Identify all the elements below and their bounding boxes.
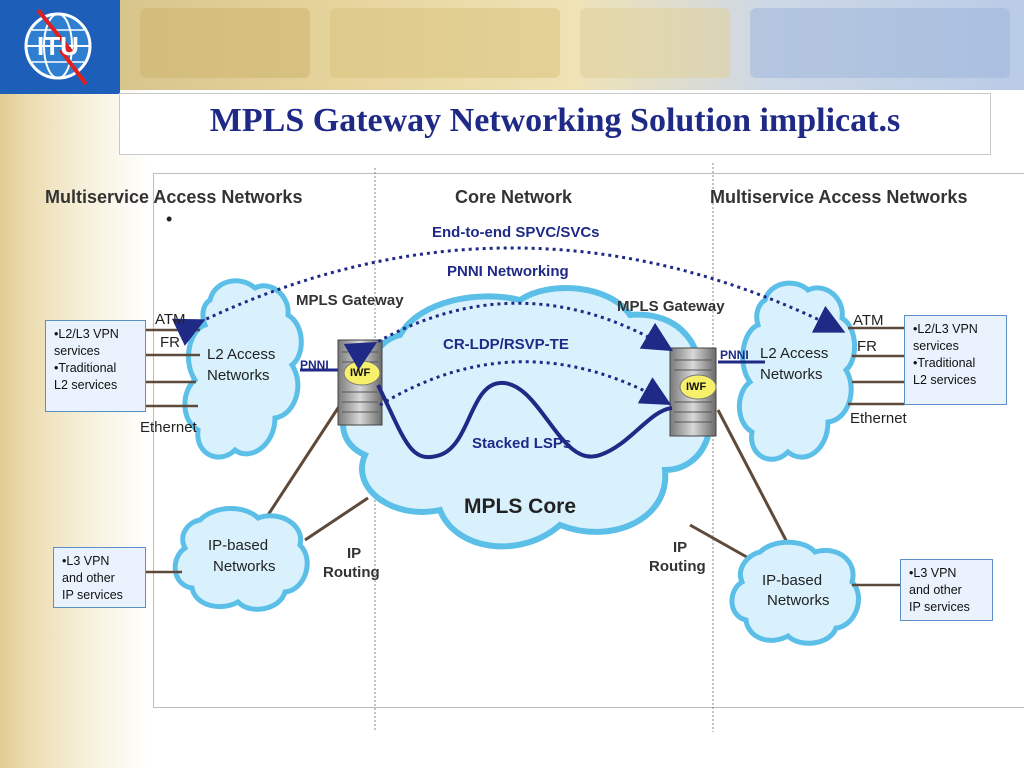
crldp-label: CR-LDP/RSVP-TE xyxy=(443,336,569,353)
header-right-access: Multiservice Access Networks xyxy=(710,187,968,207)
ip-based-label-left-2: Networks xyxy=(213,558,276,575)
atm-label-right: ATM xyxy=(853,312,884,329)
mpls-gateway-label-right: MPLS Gateway xyxy=(617,298,725,315)
ip-routing-label-left-2: Routing xyxy=(323,564,380,581)
ip-based-label-right-2: Networks xyxy=(767,592,830,609)
l2-access-label-right-2: Networks xyxy=(760,366,823,383)
stacked-lsps-label: Stacked LSPs xyxy=(472,435,572,452)
iwf-label-left: IWF xyxy=(350,367,371,379)
title-box: MPLS Gateway Networking Solution implica… xyxy=(119,93,991,155)
globe-icon: ITU xyxy=(24,8,92,86)
ip-routing-label-right-1: IP xyxy=(673,539,688,556)
ethernet-label-left: Ethernet xyxy=(140,419,197,436)
logo-text: ITU xyxy=(37,31,79,61)
lsp-dotted-arc xyxy=(379,360,672,407)
ip-based-cloud-right xyxy=(729,539,862,646)
header-left-access: Multiservice Access Networks xyxy=(45,187,303,207)
itu-logo: ITU xyxy=(0,0,120,94)
link-gateway-ipnet-right xyxy=(716,409,792,549)
page-title: MPLS Gateway Networking Solution implica… xyxy=(209,102,901,139)
crldp-dotted-arc xyxy=(343,301,674,370)
link-ipnet-core-left xyxy=(304,496,369,542)
ip-based-label-left-1: IP-based xyxy=(208,537,269,554)
iwf-label-right: IWF xyxy=(686,381,707,393)
fr-label-left: FR xyxy=(160,334,180,351)
fr-label-right: FR xyxy=(857,338,877,355)
link-gateway-ipnet-left xyxy=(266,404,342,516)
header-core: Core Network xyxy=(455,187,573,207)
end-to-end-label: End-to-end SPVC/SVCs xyxy=(432,224,600,241)
ip-routing-label-right-2: Routing xyxy=(649,558,706,575)
pnni-label-left: PNNI xyxy=(300,358,329,372)
l2-access-label-left-1: L2 Access xyxy=(207,346,276,363)
mpls-core-label: MPLS Core xyxy=(464,495,577,518)
ethernet-label-right: Ethernet xyxy=(850,410,907,427)
pnni-label-right: PNNI xyxy=(720,348,749,362)
pnni-networking-label: PNNI Networking xyxy=(447,263,569,280)
ip-based-label-right-1: IP-based xyxy=(762,572,823,589)
ip-routing-label-left-1: IP xyxy=(347,545,362,562)
iwf-badge-right xyxy=(679,374,717,400)
atm-label-left: ATM xyxy=(155,311,186,328)
ip-based-cloud-left xyxy=(172,506,310,612)
l3-vpn-box-left: •L3 VPN and other IP services xyxy=(53,547,146,608)
mpls-gateway-label-left: MPLS Gateway xyxy=(296,292,404,309)
l2-access-label-right-1: L2 Access xyxy=(760,345,829,362)
l2l3-vpn-box-right: •L2/L3 VPN services •Traditional L2 serv… xyxy=(904,315,1007,405)
top-decorative-banner xyxy=(120,0,1024,90)
l3-vpn-box-right: •L3 VPN and other IP services xyxy=(900,559,993,621)
link-core-ipnet-right xyxy=(689,523,753,562)
bullet-marker: • xyxy=(166,209,173,229)
end-to-end-dotted-arc xyxy=(171,246,846,346)
stacked-lsp-wave xyxy=(376,380,673,460)
l2l3-vpn-box-left: •L2/L3 VPN services •Traditional L2 serv… xyxy=(45,320,146,412)
l2-access-label-left-2: Networks xyxy=(207,367,270,384)
